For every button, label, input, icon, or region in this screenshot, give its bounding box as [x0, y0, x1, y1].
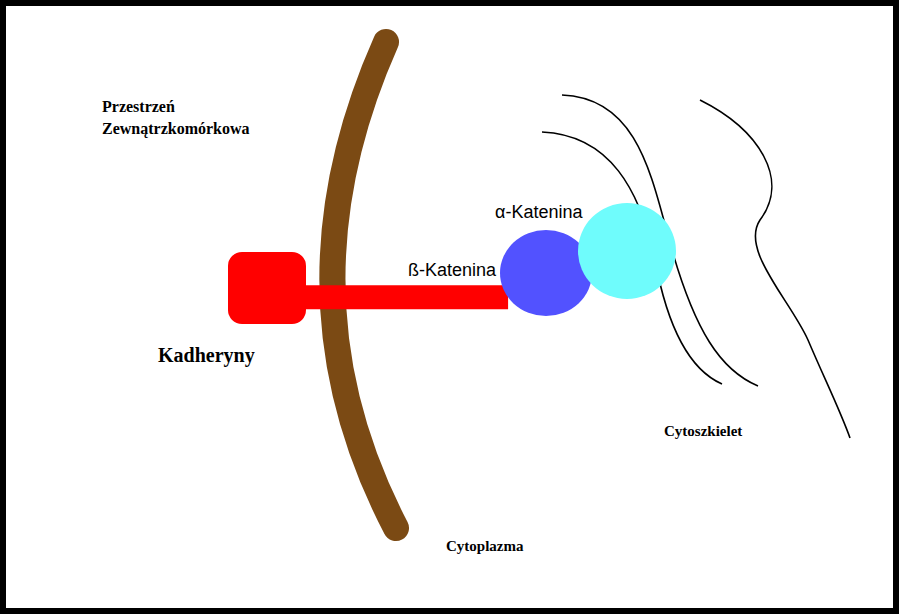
cadherin-tail: [306, 297, 508, 298]
ellipse-fill: [578, 203, 676, 299]
node-label: ß-Katenina: [408, 260, 496, 281]
connector-line: [306, 285, 508, 309]
beta-catenin-ellipse: ß-Katenina: [500, 230, 592, 316]
alpha-catenin-ellipse: α-Katenina: [578, 203, 676, 299]
cell-membrane: [332, 42, 396, 528]
structure-label: Cytoszkielet: [664, 421, 824, 441]
connector-layer: [6, 6, 893, 608]
node-label: α-Katenina: [495, 202, 582, 223]
cytoskeleton-fiber: [562, 95, 758, 386]
ellipse-outline: [500, 230, 592, 316]
region-label: Cytoplazma: [446, 536, 606, 556]
node-label: Kadheryny: [158, 344, 255, 367]
ellipse-outline: [578, 203, 676, 299]
cytoskeleton-fiber: [700, 100, 850, 438]
region-label: Przestrzeń Zewnątrzkomórkowa: [102, 96, 302, 140]
ellipse-fill: [500, 230, 592, 316]
diagram-stage: Kadherynyß-Kateninaα-KateninaPrzestrzeń …: [6, 6, 893, 608]
cadherin-head: Kadheryny: [228, 252, 306, 324]
